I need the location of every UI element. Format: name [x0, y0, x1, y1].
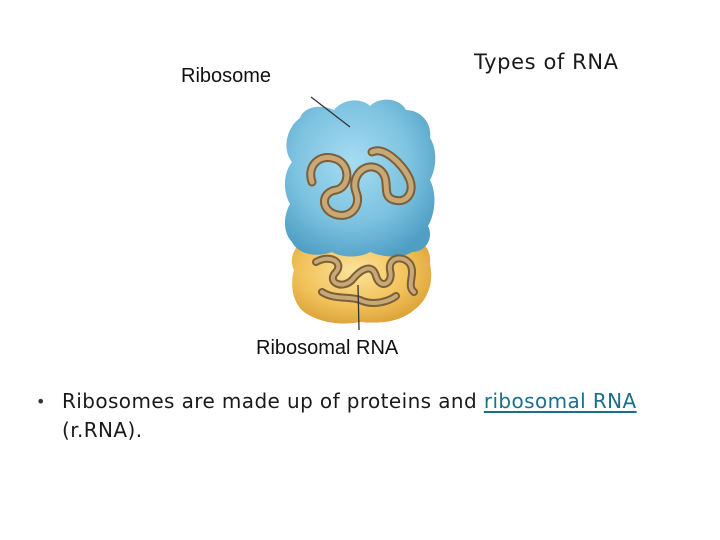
bullet-text-start: Ribosomes are made up of proteins and [62, 389, 484, 413]
slide-title: Types of RNA [474, 50, 619, 74]
ribosomal-rna-link[interactable]: ribosomal RNA [483, 389, 637, 413]
bullet-item: • Ribosomes are made up of proteins and … [36, 387, 676, 445]
ribosome-label: Ribosome [181, 65, 272, 87]
rrna-strand-small [312, 254, 418, 307]
ribosomal-rna-label: Ribosomal RNA [256, 337, 399, 359]
ribosome-leader-line [310, 96, 351, 128]
rrna-leader-line [357, 284, 360, 331]
bullet-text: Ribosomes are made up of proteins and ri… [62, 387, 676, 445]
bullet-text-end: (r.RNA). [62, 418, 143, 442]
bullet-icon: • [36, 392, 46, 411]
ribosome-diagram [284, 96, 436, 331]
rrna-strand-large [306, 146, 416, 220]
